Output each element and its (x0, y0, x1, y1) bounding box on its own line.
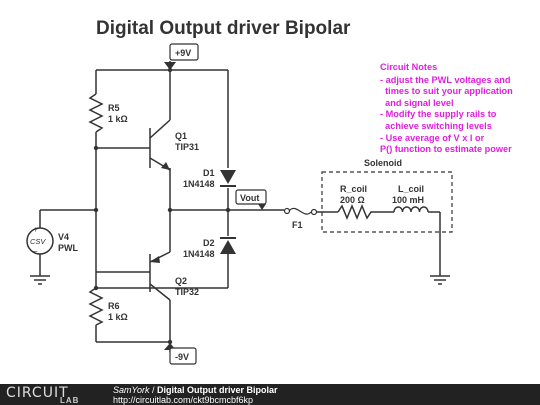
d2-diode (220, 237, 236, 254)
v4-type: PWL (58, 243, 78, 253)
vminus-arrow (164, 343, 197, 365)
notes-line: and signal level (380, 97, 454, 108)
r5-value: 1 kΩ (108, 114, 128, 124)
page-title: Digital Output driver Bipolar (96, 18, 351, 39)
rcoil-value: 200 Ω (340, 195, 365, 205)
d2-part: 1N4148 (183, 249, 215, 259)
r6-resistor (88, 287, 104, 326)
vplus-arrow (164, 43, 199, 70)
footer-url[interactable]: http://circuitlab.com/ckt9bcmcbf6kp (113, 395, 254, 405)
solenoid-box (321, 171, 453, 233)
r5-resistor (88, 93, 104, 133)
junction-dots (93, 67, 231, 345)
vplus-label: +9V (175, 48, 191, 58)
notes-heading: Circuit Notes (380, 62, 438, 72)
f1-fuse (283, 207, 318, 216)
r6-value: 1 kΩ (108, 312, 128, 322)
svg-text:−: − (33, 247, 38, 256)
ground-icon (30, 275, 50, 285)
v4-name: V4 (58, 232, 69, 242)
rcoil-name: R_coil (340, 184, 367, 194)
vout-label: Vout (240, 193, 259, 203)
ground-icon (430, 275, 450, 285)
v4-source: + − (26, 225, 54, 256)
r5-name: R5 (108, 103, 120, 113)
q2-part: TIP32 (175, 287, 199, 297)
footer-circuit-title: Digital Output driver Bipolar (157, 385, 278, 395)
notes-line: times to suit your application (380, 86, 513, 97)
footer-separator: / (149, 385, 158, 395)
lcoil-inductor (393, 206, 429, 213)
svg-text:+: + (33, 225, 38, 234)
lcoil-value: 100 mH (392, 195, 424, 205)
author-link[interactable]: SamYork (113, 385, 150, 395)
d1-name: D1 (203, 168, 215, 178)
f1-name: F1 (292, 220, 303, 230)
notes-line: - Use average of V x I or (380, 132, 485, 143)
notes-line: - Modify the supply rails to (380, 109, 497, 120)
d2-name: D2 (203, 238, 215, 248)
circuitlab-logo[interactable]: CIRCUIT (6, 385, 69, 401)
footer-title: SamYork / Digital Output driver Bipolar (113, 385, 278, 395)
d1-part: 1N4148 (183, 179, 215, 189)
rcoil-resistor (337, 204, 374, 220)
d1-diode (220, 170, 236, 187)
q1-name: Q1 (175, 131, 187, 141)
q1-part: TIP31 (175, 142, 199, 152)
circuitlab-logo-sub: LAB (60, 396, 80, 405)
footer-bar (0, 384, 540, 405)
vminus-label: -9V (175, 352, 189, 362)
q2-name: Q2 (175, 276, 187, 286)
notes-line: - adjust the PWL voltages and (380, 74, 511, 85)
schematic: +9V -9V R5 1 kΩ R6 1 kΩ Q1 TIP31 Q2 TIP3… (26, 43, 453, 365)
circuit-notes: Circuit Notes - adjust the PWL voltages … (380, 62, 536, 156)
lcoil-name: L_coil (398, 184, 424, 194)
q1-transistor (142, 110, 171, 171)
v4-symbol: CSV (30, 237, 46, 246)
solenoid-label: Solenoid (364, 158, 402, 168)
r6-name: R6 (108, 301, 120, 311)
q2-transistor (142, 251, 171, 308)
vout-tag (235, 189, 267, 205)
notes-line: achieve switching levels (380, 120, 492, 131)
notes-line: P() function to estimate power (380, 144, 512, 155)
